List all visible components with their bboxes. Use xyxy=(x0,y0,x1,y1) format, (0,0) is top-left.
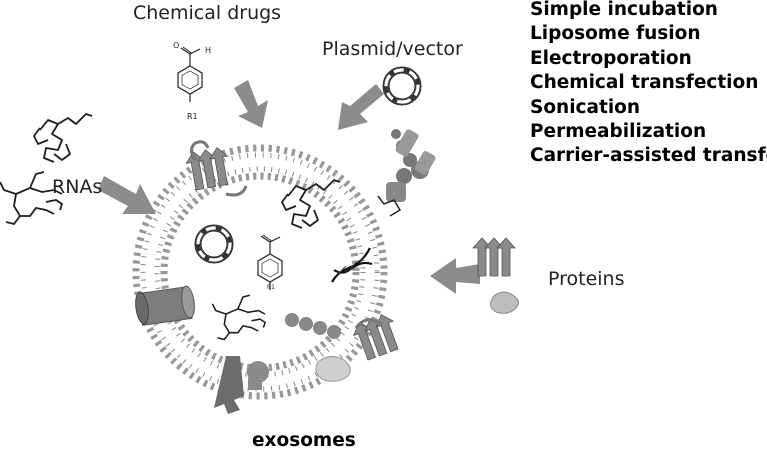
inner-chemical-drug xyxy=(257,234,283,291)
label-proteins: Proteins xyxy=(548,268,625,290)
inner-protein-chain xyxy=(285,313,341,339)
arrow-chemical-drugs xyxy=(234,80,268,128)
method-sonication: Sonication xyxy=(530,96,641,118)
outer-lipid-layer xyxy=(132,144,388,400)
label-plasmid-vector: Plasmid/vector xyxy=(322,38,463,60)
method-carrier-assisted-transfer: Carrier-assisted transfer xyxy=(530,145,767,167)
arrow-plasmid xyxy=(338,84,384,130)
chemical-drug-molecule xyxy=(177,46,203,103)
arrow-rnas xyxy=(98,176,156,214)
label-r1-inner: R1 xyxy=(267,284,275,291)
membrane-protein-beads xyxy=(377,129,436,217)
rna-molecules xyxy=(0,113,93,225)
plasmid-vector-icon xyxy=(383,67,421,105)
membrane-protein-top xyxy=(184,140,248,197)
label-hydroxyl-h: H xyxy=(205,46,212,55)
membrane-channel xyxy=(135,285,195,326)
inner-plasmid xyxy=(195,225,233,263)
label-chemical-drugs: Chemical drugs xyxy=(133,2,282,24)
method-simple-incubation: Simple incubation xyxy=(530,0,718,20)
label-carbonyl-o: O xyxy=(173,41,180,50)
inner-rna xyxy=(281,179,341,229)
label-r1-outer: R1 xyxy=(187,112,198,121)
label-exosomes: exosomes xyxy=(252,430,356,451)
dna-double-helix xyxy=(331,247,373,283)
method-electroporation: Electroporation xyxy=(530,47,692,69)
loading-methods-list: Simple incubation Liposome fusion Electr… xyxy=(530,0,767,169)
membrane-protein-bottom-right xyxy=(349,311,404,363)
method-liposome-fusion: Liposome fusion xyxy=(530,23,701,45)
label-rnas: RNAs xyxy=(52,176,103,198)
protein-outside xyxy=(472,237,520,314)
inner-lipid-layer xyxy=(154,166,366,378)
arrow-proteins xyxy=(430,258,480,294)
method-chemical-transfection: Chemical transfection xyxy=(530,72,759,94)
inner-globular-protein xyxy=(315,356,351,382)
method-permeabilization: Permeabilization xyxy=(530,121,707,143)
membrane-receptor xyxy=(214,356,269,414)
inner-rna-branch xyxy=(211,294,266,341)
